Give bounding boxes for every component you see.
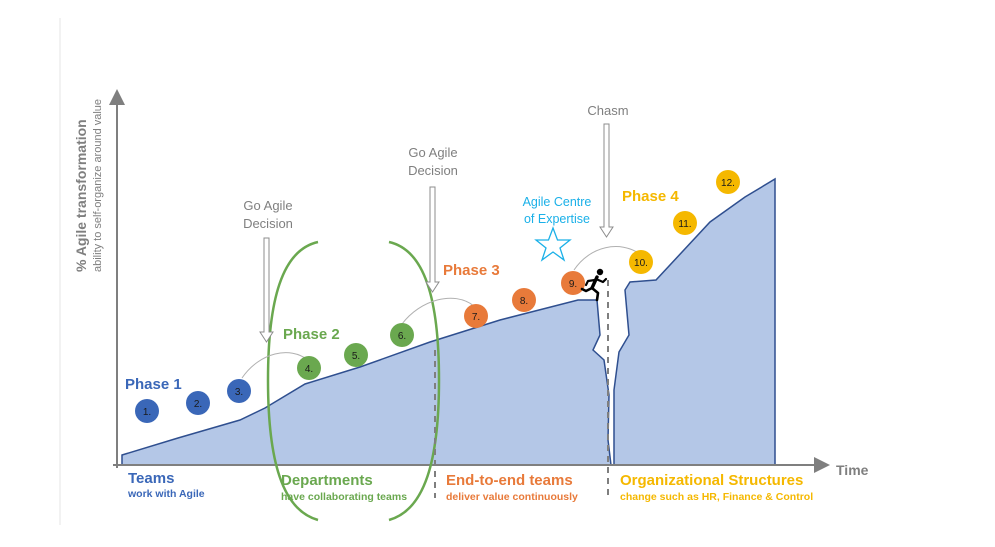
svg-text:6.: 6. bbox=[398, 331, 406, 342]
step-4: 4. bbox=[297, 356, 321, 380]
star-icon bbox=[534, 226, 572, 262]
phase-1-label: Phase 1 bbox=[125, 376, 182, 393]
svg-text:5.: 5. bbox=[352, 351, 360, 362]
centre-label-line2: of Expertise bbox=[524, 212, 590, 226]
step-10: 10. bbox=[629, 250, 653, 274]
chasm-arrow bbox=[599, 123, 614, 238]
step-2: 2. bbox=[186, 391, 210, 415]
arc-phase2-3 bbox=[401, 297, 475, 325]
category-1-subtitle: work with Agile bbox=[127, 488, 205, 500]
svg-text:11.: 11. bbox=[678, 219, 691, 230]
decision-2-line1: Go Agile bbox=[408, 145, 457, 160]
decision-arrow-1 bbox=[259, 237, 274, 343]
arc-phase3-4 bbox=[573, 246, 641, 271]
y-axis-subtitle: ability to self-organize around value bbox=[92, 99, 104, 272]
category-2-subtitle: have collaborating teams bbox=[281, 491, 407, 503]
step-6: 6. bbox=[390, 323, 414, 347]
phase-2-label: Phase 2 bbox=[283, 326, 340, 343]
phase2-bracket-right bbox=[388, 240, 441, 522]
step-7: 7. bbox=[464, 304, 488, 328]
svg-text:3.: 3. bbox=[235, 387, 243, 398]
step-8: 8. bbox=[512, 288, 536, 312]
svg-text:12.: 12. bbox=[721, 178, 735, 189]
svg-text:1.: 1. bbox=[143, 407, 151, 418]
svg-text:10.: 10. bbox=[634, 258, 648, 269]
step-3: 3. bbox=[227, 379, 251, 403]
running-person-icon bbox=[580, 268, 608, 302]
svg-text:9.: 9. bbox=[569, 279, 577, 290]
step-11: 11. bbox=[673, 211, 697, 235]
x-axis-title: Time bbox=[836, 462, 869, 478]
y-axis-title: % Agile transformation bbox=[73, 119, 89, 272]
decision-2-line2: Decision bbox=[408, 163, 458, 178]
step-1: 1. bbox=[135, 399, 159, 423]
svg-text:2.: 2. bbox=[194, 399, 202, 410]
arc-phase1-2 bbox=[241, 352, 309, 379]
svg-text:8.: 8. bbox=[520, 296, 528, 307]
chasm-label: Chasm bbox=[587, 103, 628, 118]
svg-text:4.: 4. bbox=[305, 364, 313, 375]
category-4-subtitle: change such as HR, Finance & Control bbox=[620, 491, 813, 503]
transformation-area-left bbox=[121, 299, 612, 466]
decision-1-line1: Go Agile bbox=[243, 198, 292, 213]
category-4-title: Organizational Structures bbox=[620, 472, 803, 489]
step-9: 9. bbox=[561, 271, 585, 295]
transformation-area-right bbox=[613, 177, 776, 466]
category-3-subtitle: deliver value continuously bbox=[446, 491, 578, 503]
step-12: 12. bbox=[716, 170, 740, 194]
decision-1-line2: Decision bbox=[243, 216, 293, 231]
centre-label-line1: Agile Centre bbox=[523, 195, 592, 209]
phase-4-label: Phase 4 bbox=[622, 188, 679, 205]
phase-3-label: Phase 3 bbox=[443, 262, 500, 279]
decision-arrow-2 bbox=[425, 186, 440, 293]
category-2-title: Departments bbox=[281, 472, 373, 489]
category-1-title: Teams bbox=[128, 470, 174, 487]
phase2-bracket-left bbox=[266, 240, 319, 522]
category-3-title: End-to-end teams bbox=[446, 472, 573, 489]
step-5: 5. bbox=[344, 343, 368, 367]
svg-text:7.: 7. bbox=[472, 312, 480, 323]
